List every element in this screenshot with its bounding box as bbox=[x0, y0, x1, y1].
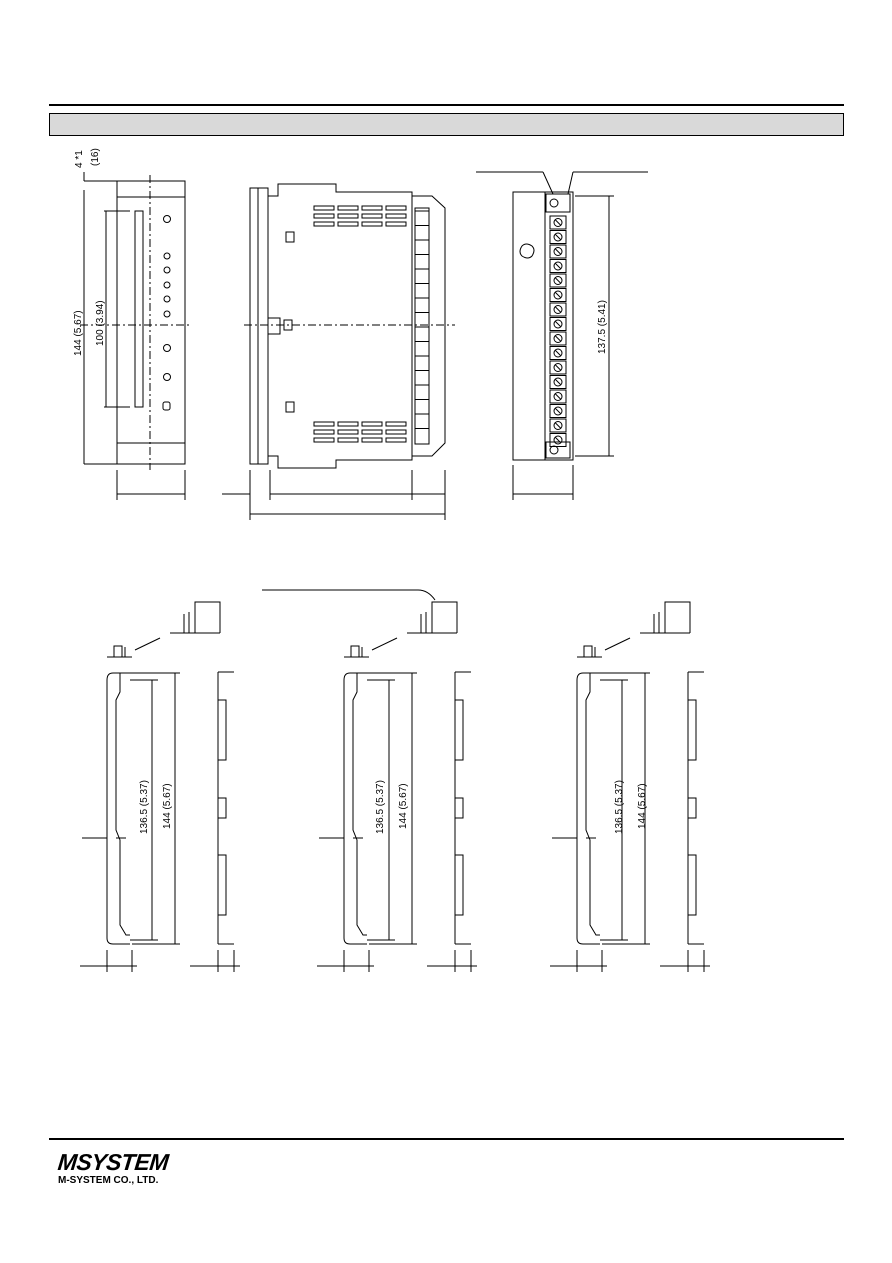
section-title-bar bbox=[49, 113, 844, 136]
front-view bbox=[80, 172, 192, 500]
front-note-inch: (16) bbox=[90, 148, 101, 166]
bracket-c-outer-label: 144 (5.67) bbox=[637, 783, 648, 829]
side-view bbox=[222, 183, 455, 520]
front-height-label: 144 (5.67) bbox=[73, 310, 84, 356]
company-logo: MSYSTEM M-SYSTEM CO., LTD. bbox=[56, 1149, 170, 1187]
bracket-a-outer-label: 144 (5.67) bbox=[162, 783, 173, 829]
company-name: M-SYSTEM CO., LTD. bbox=[58, 1175, 159, 1186]
rear-span-label: 137.5 (5.41) bbox=[597, 300, 608, 354]
bracket-b-outer-label: 144 (5.67) bbox=[398, 783, 409, 829]
bracket-c-inner-label: 136.5 (5.37) bbox=[614, 780, 625, 834]
front-window-label: 100 (3.94) bbox=[95, 300, 106, 346]
front-note: 4 *1 bbox=[74, 150, 85, 168]
bracket-b-inner-label: 136.5 (5.37) bbox=[375, 780, 386, 834]
header-rule bbox=[49, 104, 844, 106]
footer-rule bbox=[49, 1138, 844, 1140]
logo-mark: MSYSTEM bbox=[56, 1149, 170, 1175]
bracket-a-inner-label: 136.5 (5.37) bbox=[139, 780, 150, 834]
rear-view bbox=[476, 171, 648, 500]
